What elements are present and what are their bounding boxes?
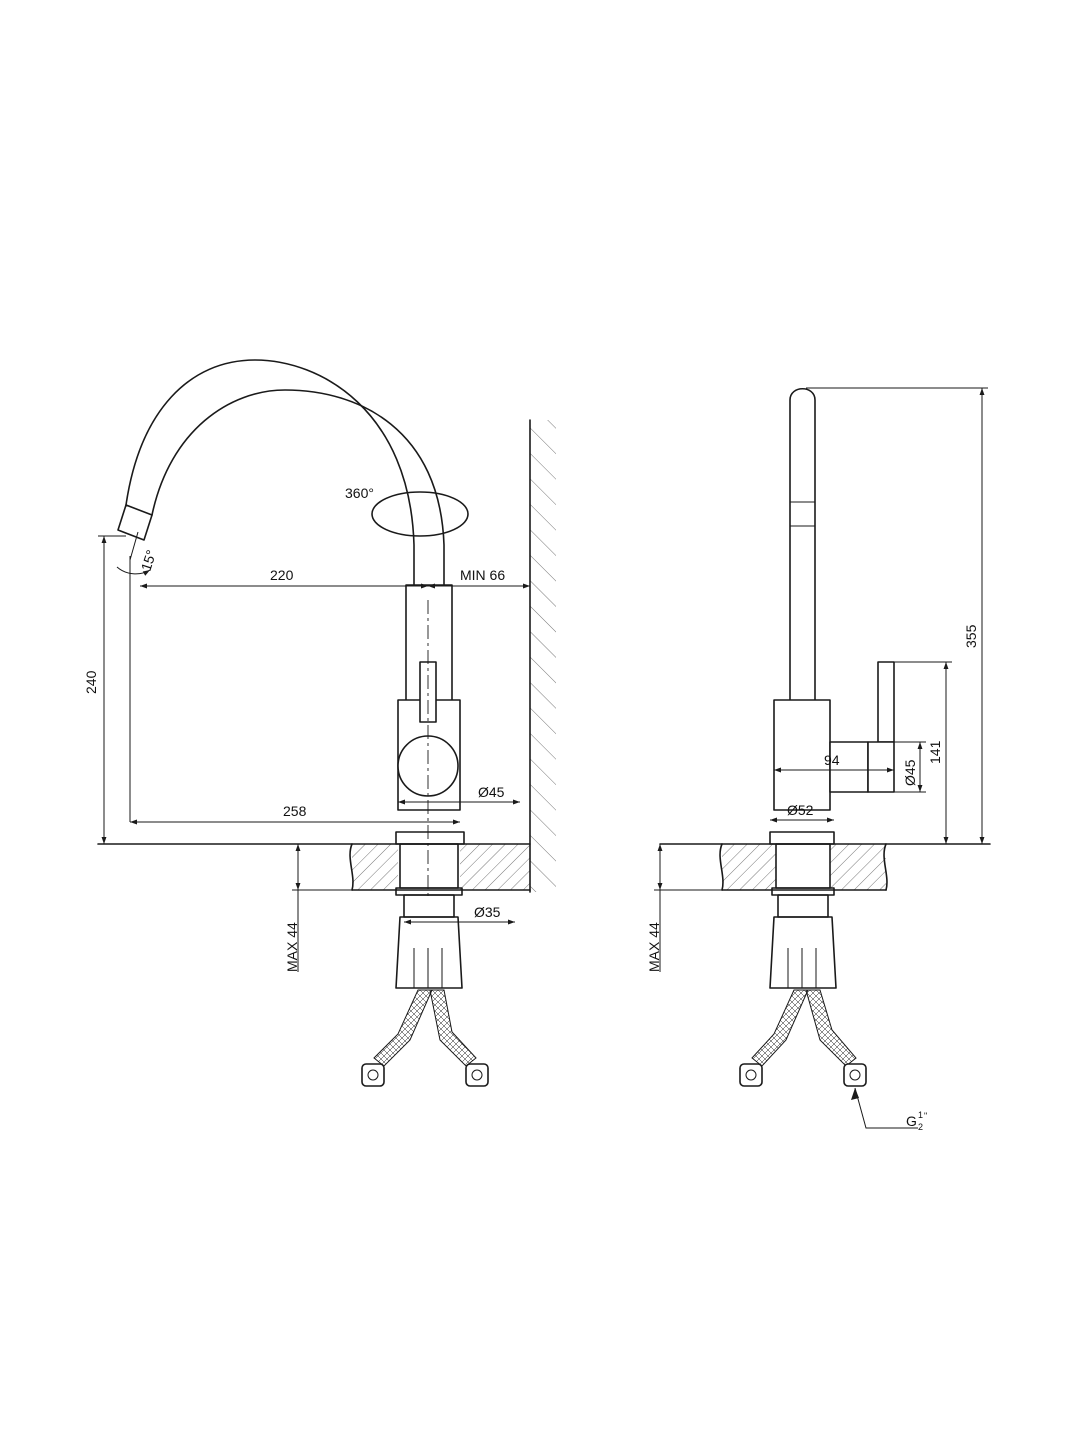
dimensions-side: 220 MIN 66 240 258 Ø45 Ø35 MAX 44 <box>83 535 530 972</box>
spout-side: 360° 15° <box>116 359 469 701</box>
lever-height-dimension: 141 <box>927 740 943 764</box>
dimensions-front: 355 141 Ø45 94 Ø52 MAX 44 <box>646 387 988 972</box>
spout-front <box>789 387 816 701</box>
reach-dimension: 220 <box>270 567 294 583</box>
wall <box>529 419 556 893</box>
thread-diameter-dimension: Ø35 <box>474 904 501 920</box>
faucet-body-side <box>395 600 465 900</box>
total-length-dimension: 258 <box>283 803 307 819</box>
thread-suffix: " <box>924 1111 927 1121</box>
counter-thickness-dimension: MAX 44 <box>284 922 300 972</box>
body-diameter-dimension: Ø45 <box>478 784 505 800</box>
base-diameter-dimension: Ø52 <box>787 802 814 818</box>
connection-thread-label: G 1 2 " <box>906 1110 927 1132</box>
countertop-front <box>659 843 991 891</box>
height-dimension: 240 <box>83 670 99 694</box>
thread-numerator: 1 <box>918 1110 923 1120</box>
countertop-side <box>97 843 531 891</box>
side-view: 360° 15° <box>83 359 556 1087</box>
lever-diameter-dimension: Ø45 <box>902 759 918 786</box>
total-height-dimension: 355 <box>963 624 979 648</box>
rotation-angle-label: 360° <box>345 485 374 501</box>
counter-thickness-dimension-front: MAX 44 <box>646 922 662 972</box>
tilt-angle-label: 15° <box>138 548 160 573</box>
hoses-side <box>361 894 489 1087</box>
wall-clearance-dimension: MIN 66 <box>460 567 505 583</box>
thread-prefix: G <box>906 1113 917 1129</box>
body-depth-dimension: 94 <box>824 752 840 768</box>
faucet-body-front <box>769 661 895 896</box>
thread-denominator: 2 <box>918 1122 923 1132</box>
hoses-front <box>739 894 918 1129</box>
front-view: G 1 2 " 355 141 Ø45 94 Ø52 <box>646 387 991 1132</box>
